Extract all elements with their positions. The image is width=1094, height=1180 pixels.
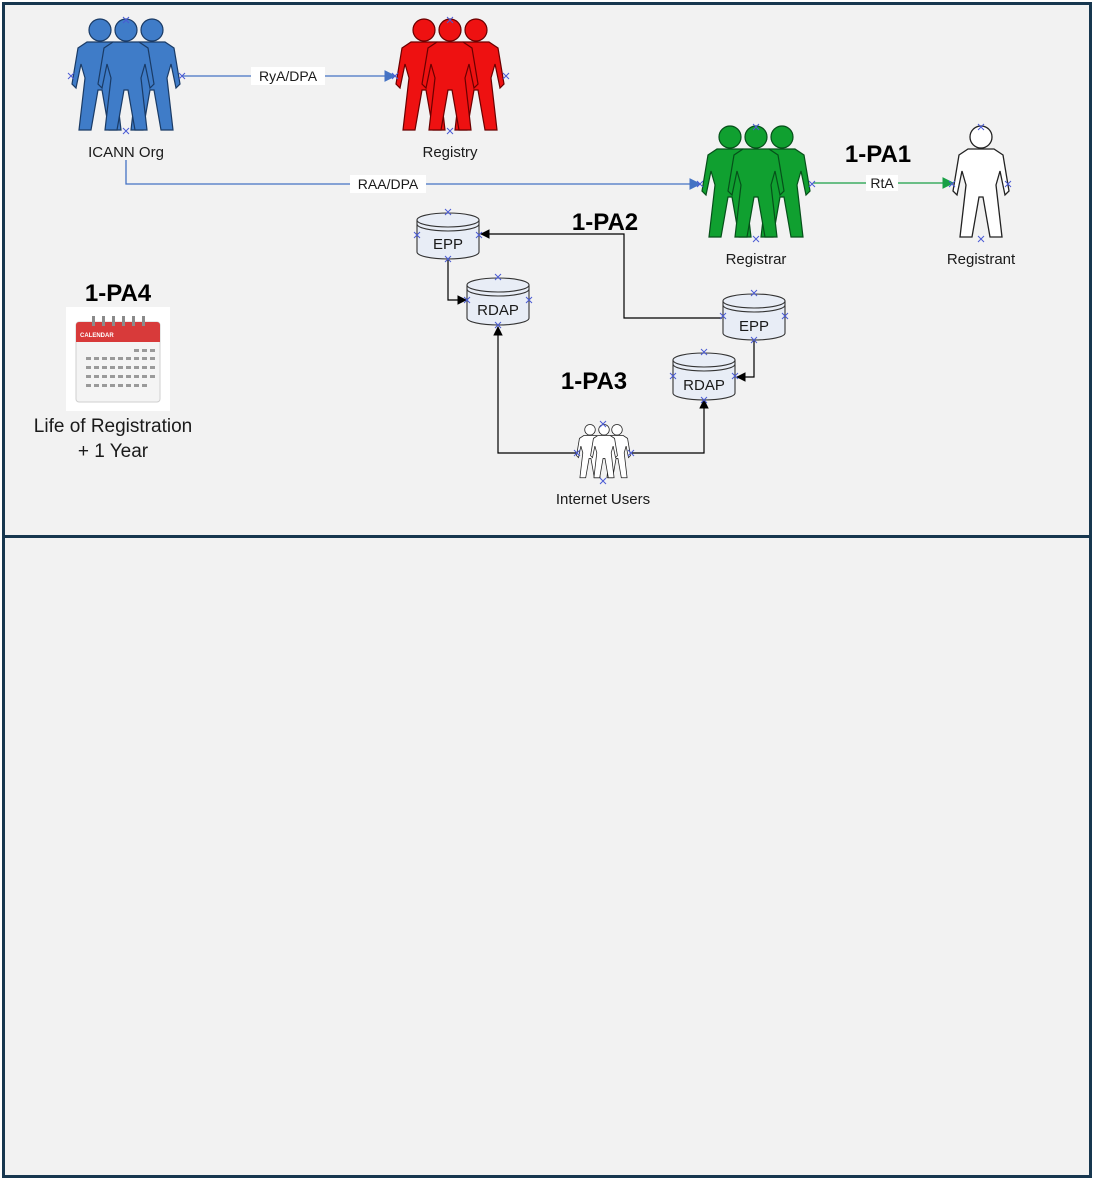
registrar-label: Registrar [726, 251, 787, 268]
registry-label: Registry [422, 144, 478, 161]
connection-markers [67, 16, 1012, 485]
rdap-left-label: RDAP [477, 302, 519, 319]
pa1-label: 1-PA1 [845, 141, 911, 168]
pa4-label: 1-PA4 [85, 280, 152, 307]
users-to-rdap-right-edge [632, 399, 709, 454]
empty-panel [2, 535, 1092, 1178]
internet-users-icon [576, 424, 631, 479]
diagram-panel [2, 2, 1092, 538]
rdap-left-database-icon [466, 277, 530, 326]
rya-dpa-label: RyA/DPA [259, 68, 318, 84]
registry-group-icon [395, 18, 505, 131]
raa-dpa-label: RAA/DPA [358, 176, 419, 192]
registrant-label: Registrant [947, 251, 1016, 268]
raa-dpa-label-bg [350, 175, 426, 193]
epp-to-rdap-left-edge [447, 260, 467, 305]
epp-right-database-icon [722, 293, 786, 341]
pa3-label: 1-PA3 [561, 368, 627, 395]
retention-line1: Life of Registration [34, 416, 192, 437]
registrant-icon [952, 125, 1010, 238]
retention-line2: + 1 Year [78, 441, 149, 462]
raa-dpa-edge [125, 160, 702, 190]
rdap-right-label: RDAP [683, 377, 725, 394]
rdap-right-database-icon [672, 352, 736, 401]
rta-label-bg [866, 175, 898, 191]
epp-left-label: EPP [433, 236, 463, 253]
epp-sync-edge [480, 229, 722, 319]
registrar-group-icon [701, 125, 811, 238]
rta-label: RtA [870, 175, 894, 191]
epp-to-rdap-right-edge [736, 340, 755, 382]
internet-users-label: Internet Users [556, 491, 650, 508]
users-to-rdap-left-edge [493, 326, 578, 454]
data-flow-diagram: RyA/DPA RAA/DPA RtA ICANN Org [34, 16, 1016, 508]
pa2-label: 1-PA2 [572, 209, 638, 236]
rya-dpa-label-bg [251, 67, 325, 85]
calendar-icon: CALENDAR [66, 307, 170, 411]
epp-right-label: EPP [739, 318, 769, 335]
icann-group-icon [71, 18, 181, 131]
icann-label: ICANN Org [88, 144, 164, 161]
calendar-header: CALENDAR [80, 333, 114, 339]
